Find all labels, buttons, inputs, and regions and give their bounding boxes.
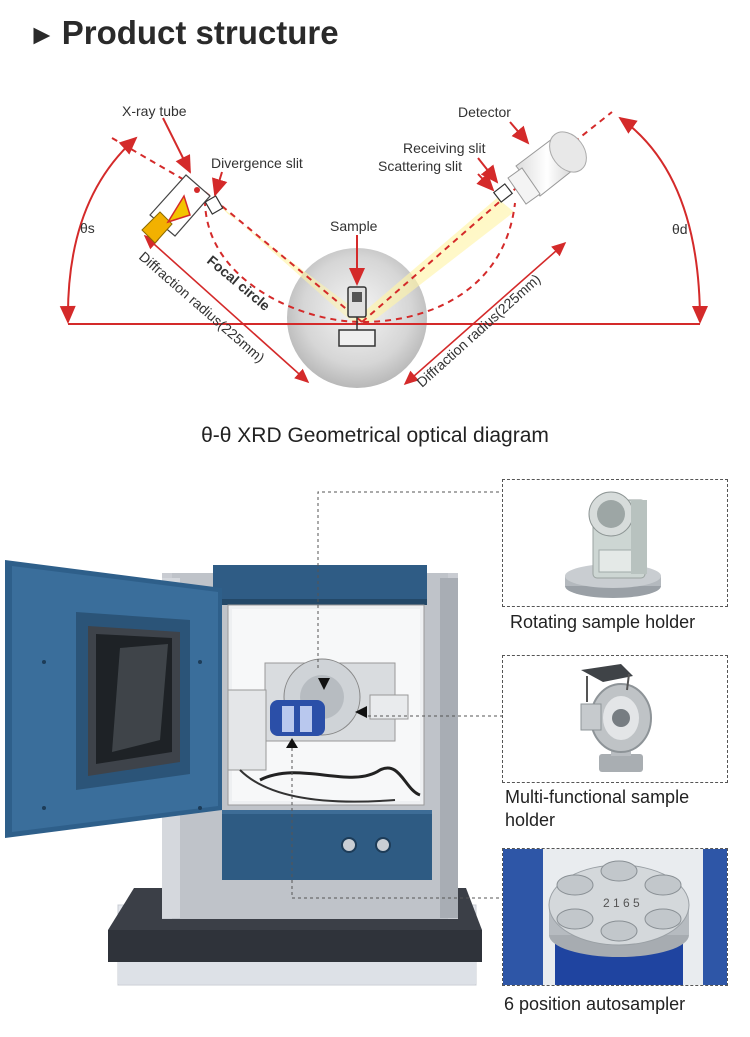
diagram-caption: θ-θ XRD Geometrical optical diagram (201, 424, 549, 447)
sample-stage (338, 286, 376, 347)
receiving-slit-label: Receiving slit (403, 140, 486, 156)
page-title-text: Product structure (61, 14, 339, 51)
theta-d-arc (618, 116, 708, 324)
divergence-slit (204, 195, 224, 215)
scattering-slit-label: Scattering slit (378, 158, 462, 174)
divergence-slit-pointer (212, 171, 228, 197)
focal-circle-label: Focal circle (204, 252, 273, 314)
theta-s-label: θs (80, 220, 95, 236)
leader-autosampler (291, 748, 502, 899)
multifunctional-sample-holder-caption: Multi-functional sample holder (505, 787, 690, 830)
diffraction-radius-right-label: Diffraction radius(225mm) (413, 271, 543, 390)
rotating-sample-holder-caption: Rotating sample holder (510, 612, 696, 632)
theta-s-arc (59, 136, 138, 324)
autosampler-image: 2 1 6 5 (502, 848, 728, 986)
receiving-slit (492, 183, 514, 203)
xrd-instrument (5, 560, 482, 986)
triangle-bullet-icon: ► (28, 19, 56, 50)
rotating-sample-holder-illustration (565, 491, 661, 598)
rotating-sample-holder-image (502, 479, 728, 607)
detector-label: Detector (458, 104, 511, 120)
diffraction-radius-right-line (403, 241, 567, 386)
autosampler-caption: 6 position autosampler (504, 994, 686, 1014)
diffraction-radius-left-label: Diffraction radius(225mm) (136, 248, 268, 366)
xray-tube-pointer (162, 117, 191, 174)
page-title: ►Product structure (28, 14, 339, 52)
multifunctional-sample-holder-image (502, 655, 728, 783)
autosampler-position-numbers: 2 1 6 5 (603, 896, 640, 910)
theta-d-label: θd (672, 221, 688, 237)
multifunctional-sample-holder-illustration (580, 664, 652, 772)
leader-rotating-holder (317, 491, 502, 668)
diffracted-ray (361, 196, 506, 323)
detector-pointer (509, 121, 530, 145)
detector (507, 131, 587, 205)
xray-tube-label: X-ray tube (122, 103, 187, 119)
autosampler-illustration: 2 1 6 5 (503, 849, 727, 985)
xray-tube (141, 174, 211, 244)
divergence-slit-label: Divergence slit (211, 155, 303, 171)
scattering-slit-pointer (476, 172, 495, 192)
sample-label: Sample (330, 218, 378, 234)
diffraction-radius-left-line (143, 234, 310, 384)
